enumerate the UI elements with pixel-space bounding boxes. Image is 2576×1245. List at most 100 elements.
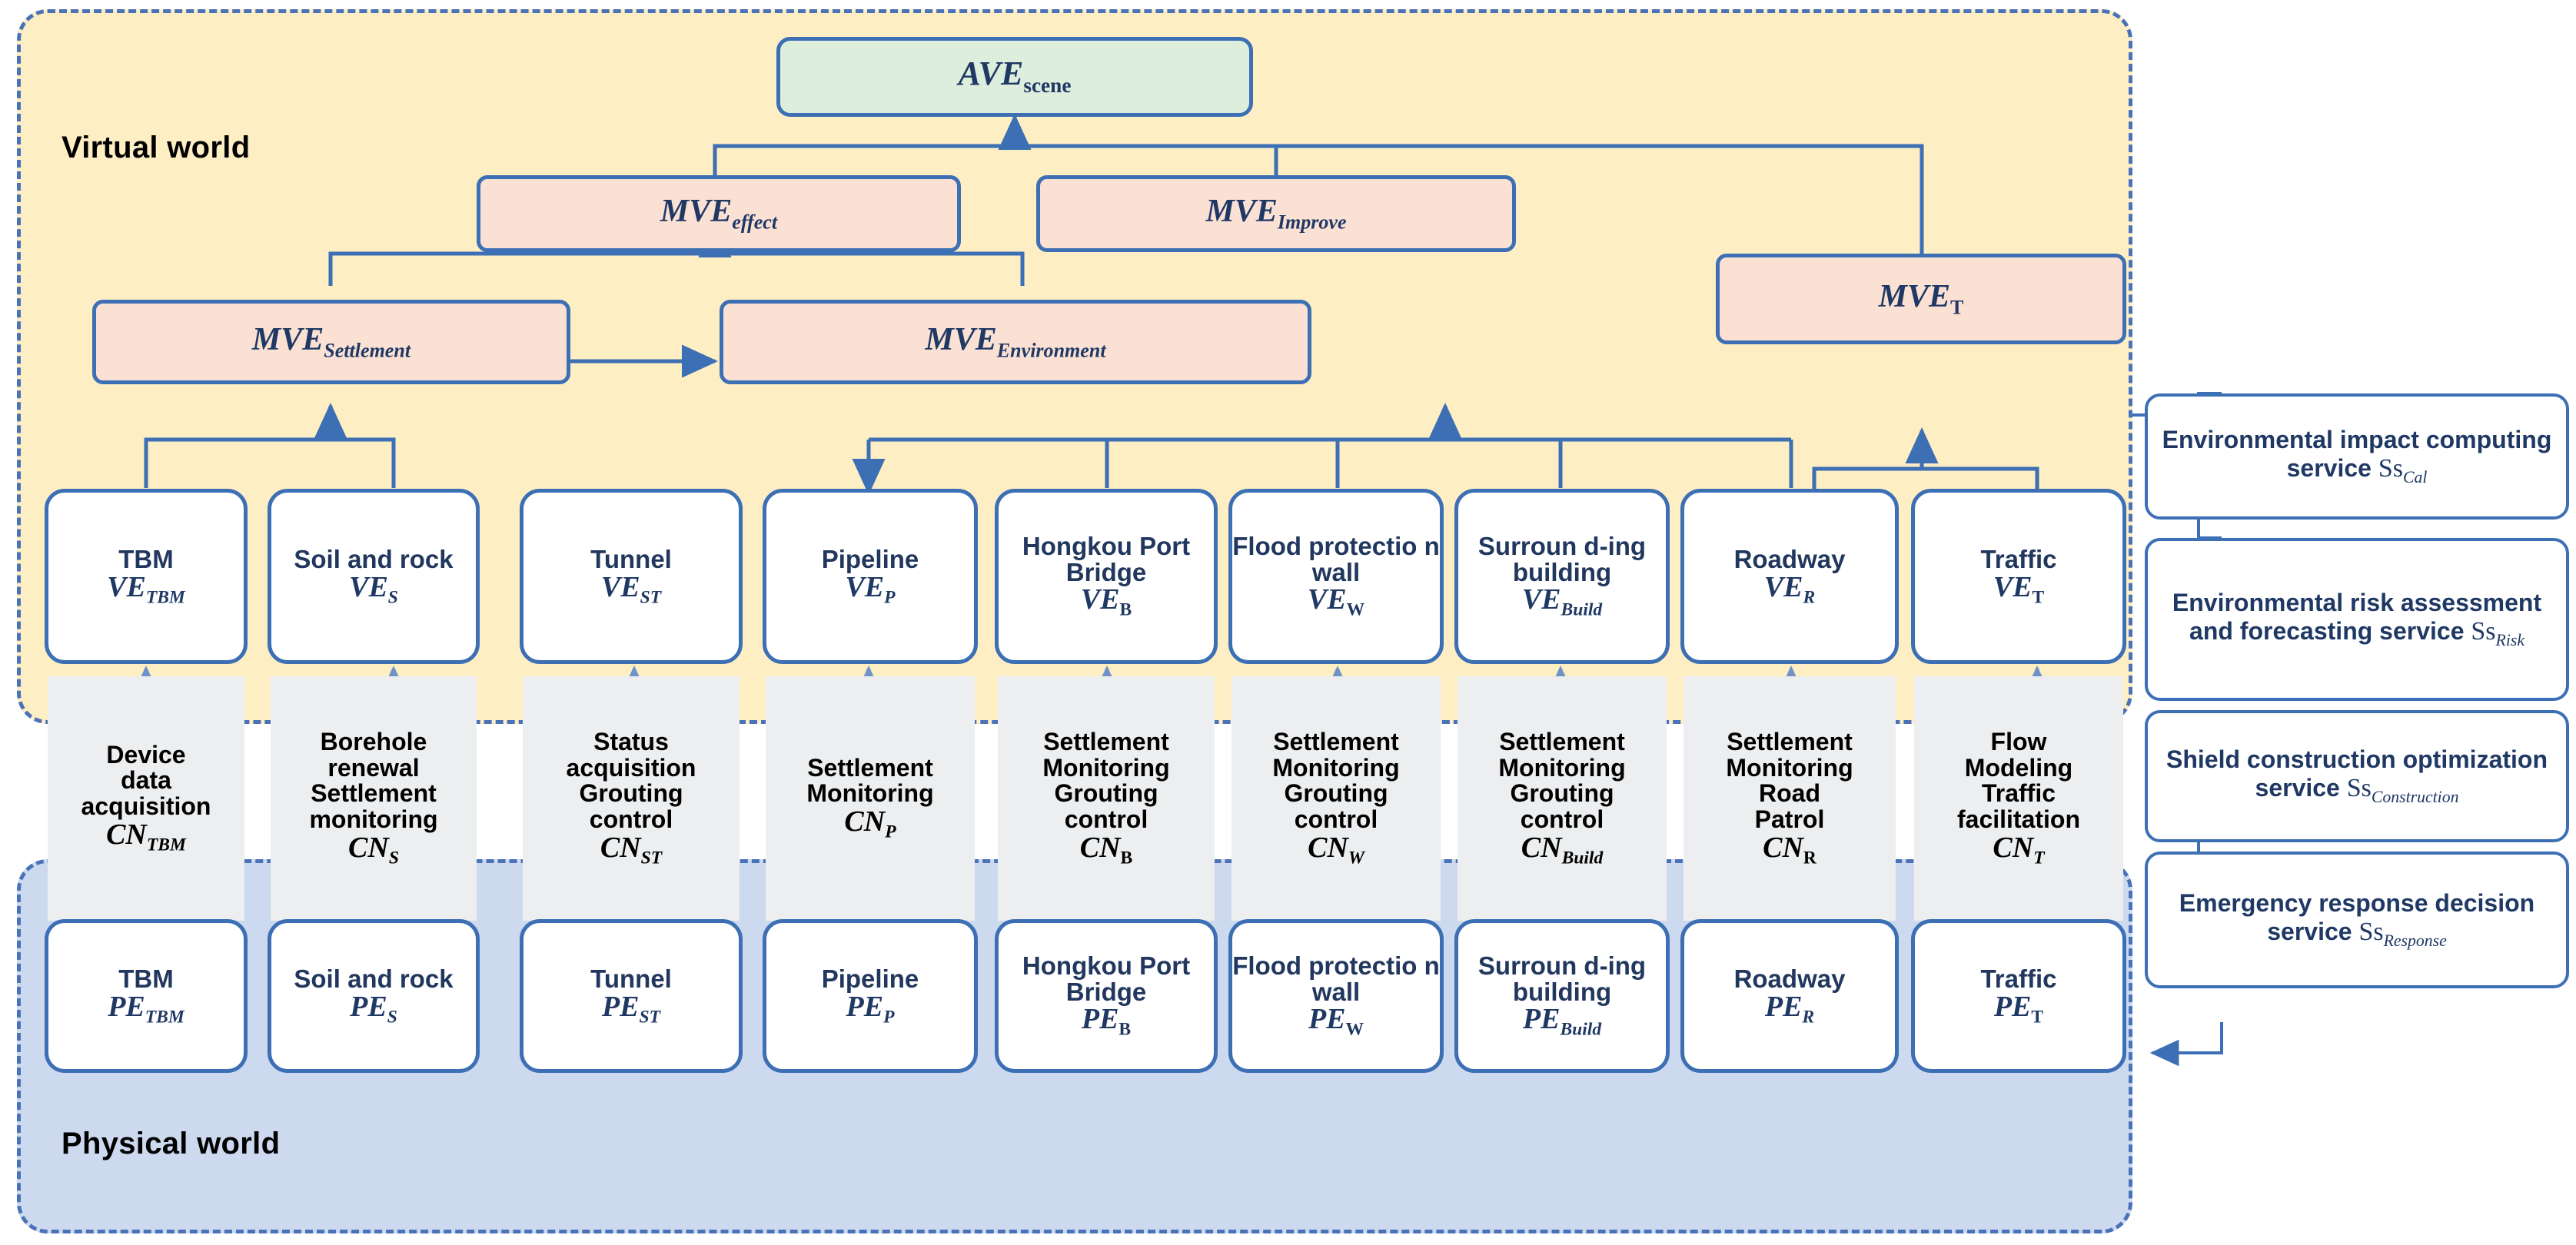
ve-symbol: VEP [845,570,896,608]
pe-symbol: PETBM [108,990,184,1028]
service-label: Shield construction optimization service… [2166,745,2548,806]
virtual-world-label: Virtual world [61,131,251,164]
ve-symbol: VETBM [107,570,185,608]
mve-effect-symbol: MVEeffect [660,193,778,233]
cn-symbol: CNP [844,805,896,842]
service-label: Environmental risk assessment and foreca… [2172,589,2542,649]
physical-world-label: Physical world [61,1127,281,1160]
pe-symbol: PER [1764,990,1815,1028]
ve-symbol: VES [349,570,398,608]
pe-symbol: PES [350,990,397,1028]
ve-symbol: VEW [1307,583,1365,620]
pe-title: Tunnel [590,964,672,993]
pe-title: Pipeline [821,964,919,993]
cn-symbol: CNR [1763,832,1816,868]
pe-symbol: PET [1993,990,2044,1028]
pe-symbol: PEP [846,990,895,1028]
pe-symbol: PEST [601,990,661,1028]
node-mve-improve[interactable]: MVEImprove [1036,175,1516,252]
pe-symbol: PEBuild [1522,1003,1602,1040]
service-box-1[interactable]: Environmental impact computing service S… [2145,393,2569,520]
pe-title: Traffic [1980,964,2057,993]
service-box-3[interactable]: Shield construction optimization service… [2145,710,2569,842]
ve-title: TBM [118,544,174,573]
node-ave-scene[interactable]: AVEscene [776,37,1253,117]
cn-symbol: CNW [1308,832,1364,868]
ve-title: Surroun d-ing building [1477,532,1647,586]
ve-symbol: VEBuild [1521,583,1603,620]
pe-title: Surroun d-ing building [1477,951,1647,1006]
ve-title: Roadway [1733,544,1846,573]
ve-title: Traffic [1980,544,2057,573]
ve-symbol: VEB [1080,583,1132,620]
service-box-4[interactable]: Emergency response decision service SsRe… [2145,852,2569,988]
cn-symbol: CNBuild [1521,832,1604,868]
node-mve-settlement[interactable]: MVESettlement [92,300,570,384]
ve-title: Pipeline [821,544,919,573]
mve-t-symbol: MVET [1878,278,1964,318]
service-label: Emergency response decision service SsRe… [2179,889,2535,950]
mve-improve-symbol: MVEImprove [1205,193,1347,233]
service-label: Environmental impact computing service S… [2162,426,2552,486]
cn-symbol: CNTBM [106,818,186,855]
mve-settlement-symbol: MVESettlement [251,321,411,361]
ve-title: Tunnel [590,544,672,573]
cn-symbol: CNS [348,832,399,868]
ve-title: Flood protectio n wall [1232,532,1440,586]
pe-title: TBM [118,964,174,993]
pe-symbol: PEW [1308,1003,1364,1040]
service-box-2[interactable]: Environmental risk assessment and foreca… [2145,538,2569,701]
pe-title: Flood protectio n wall [1232,951,1440,1006]
ve-title: Soil and rock [294,544,454,573]
node-mve-environment[interactable]: MVEEnvironment [720,300,1311,384]
node-mve-t[interactable]: MVET [1716,254,2126,344]
ve-symbol: VET [1993,570,2045,608]
pe-title: Hongkou Port Bridge [1022,951,1191,1006]
cn-symbol: CNST [600,832,663,868]
pe-symbol: PEB [1081,1003,1132,1040]
node-mve-effect[interactable]: MVEeffect [477,175,961,252]
mve-environment-symbol: MVEEnvironment [925,321,1106,361]
cn-symbol: CNB [1079,832,1133,868]
ve-symbol: VEST [600,570,662,608]
pe-title: Soil and rock [294,964,454,993]
ve-title: Hongkou Port Bridge [1022,532,1191,586]
cn-symbol: CNT [1993,832,2045,868]
pe-title: Roadway [1733,964,1846,993]
